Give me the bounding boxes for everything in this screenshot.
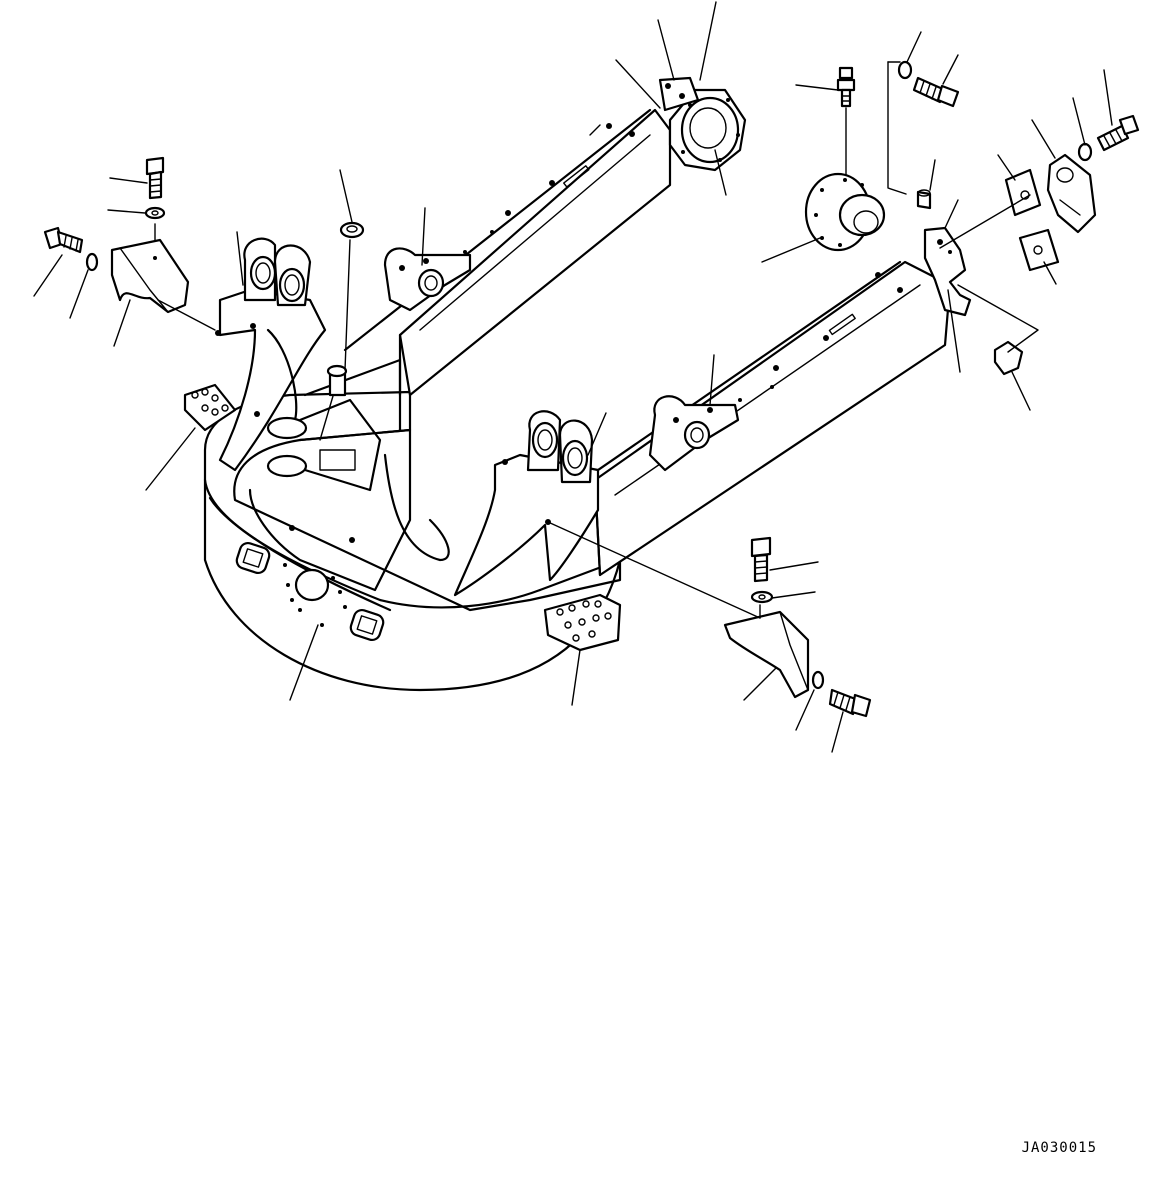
right-washer-top: [752, 592, 772, 602]
left-swing-bracket: [215, 239, 325, 470]
right-bolt-top: [752, 538, 770, 581]
top-washer: [899, 62, 911, 78]
left-stopper-block: [112, 240, 188, 312]
adjuster-bracket: [925, 228, 970, 315]
right-bolt-side: [830, 690, 870, 716]
grease-fitting: [838, 68, 854, 106]
right-side-rail: [540, 262, 950, 575]
right-step: [545, 595, 620, 650]
frame-holes: [283, 525, 355, 627]
top-bolt: [914, 78, 958, 106]
left-washer-side: [87, 254, 97, 270]
clamp-block: [1048, 155, 1095, 232]
figure-code: JA030015: [1021, 1140, 1097, 1156]
center-pivot: [268, 366, 449, 560]
right-swing-bracket: [455, 411, 598, 595]
left-travel-motor: [660, 78, 745, 170]
right-mid-bracket: [650, 396, 738, 470]
left-side-rail: [345, 110, 670, 395]
clamp-washer: [1079, 144, 1091, 160]
square-nut: [995, 342, 1022, 374]
right-idler-flange: [806, 174, 884, 250]
shim-plate-upper: [1006, 170, 1040, 215]
shim-plate-lower: [1020, 230, 1058, 270]
right-washer-side: [813, 672, 823, 688]
callout-leaders: [34, 2, 1112, 752]
frame-body: [205, 360, 620, 690]
left-washer-top: [146, 208, 164, 218]
center-washer: [341, 223, 363, 237]
left-mid-bracket: [385, 248, 470, 310]
clamp-bolt: [1098, 116, 1138, 150]
left-bolt-side: [45, 228, 82, 252]
left-bolt-top: [147, 158, 163, 198]
small-cap-nut: [918, 190, 930, 208]
right-stopper-block: [725, 612, 808, 697]
assembly-guide-lines: [155, 62, 1038, 618]
left-step: [185, 385, 235, 430]
